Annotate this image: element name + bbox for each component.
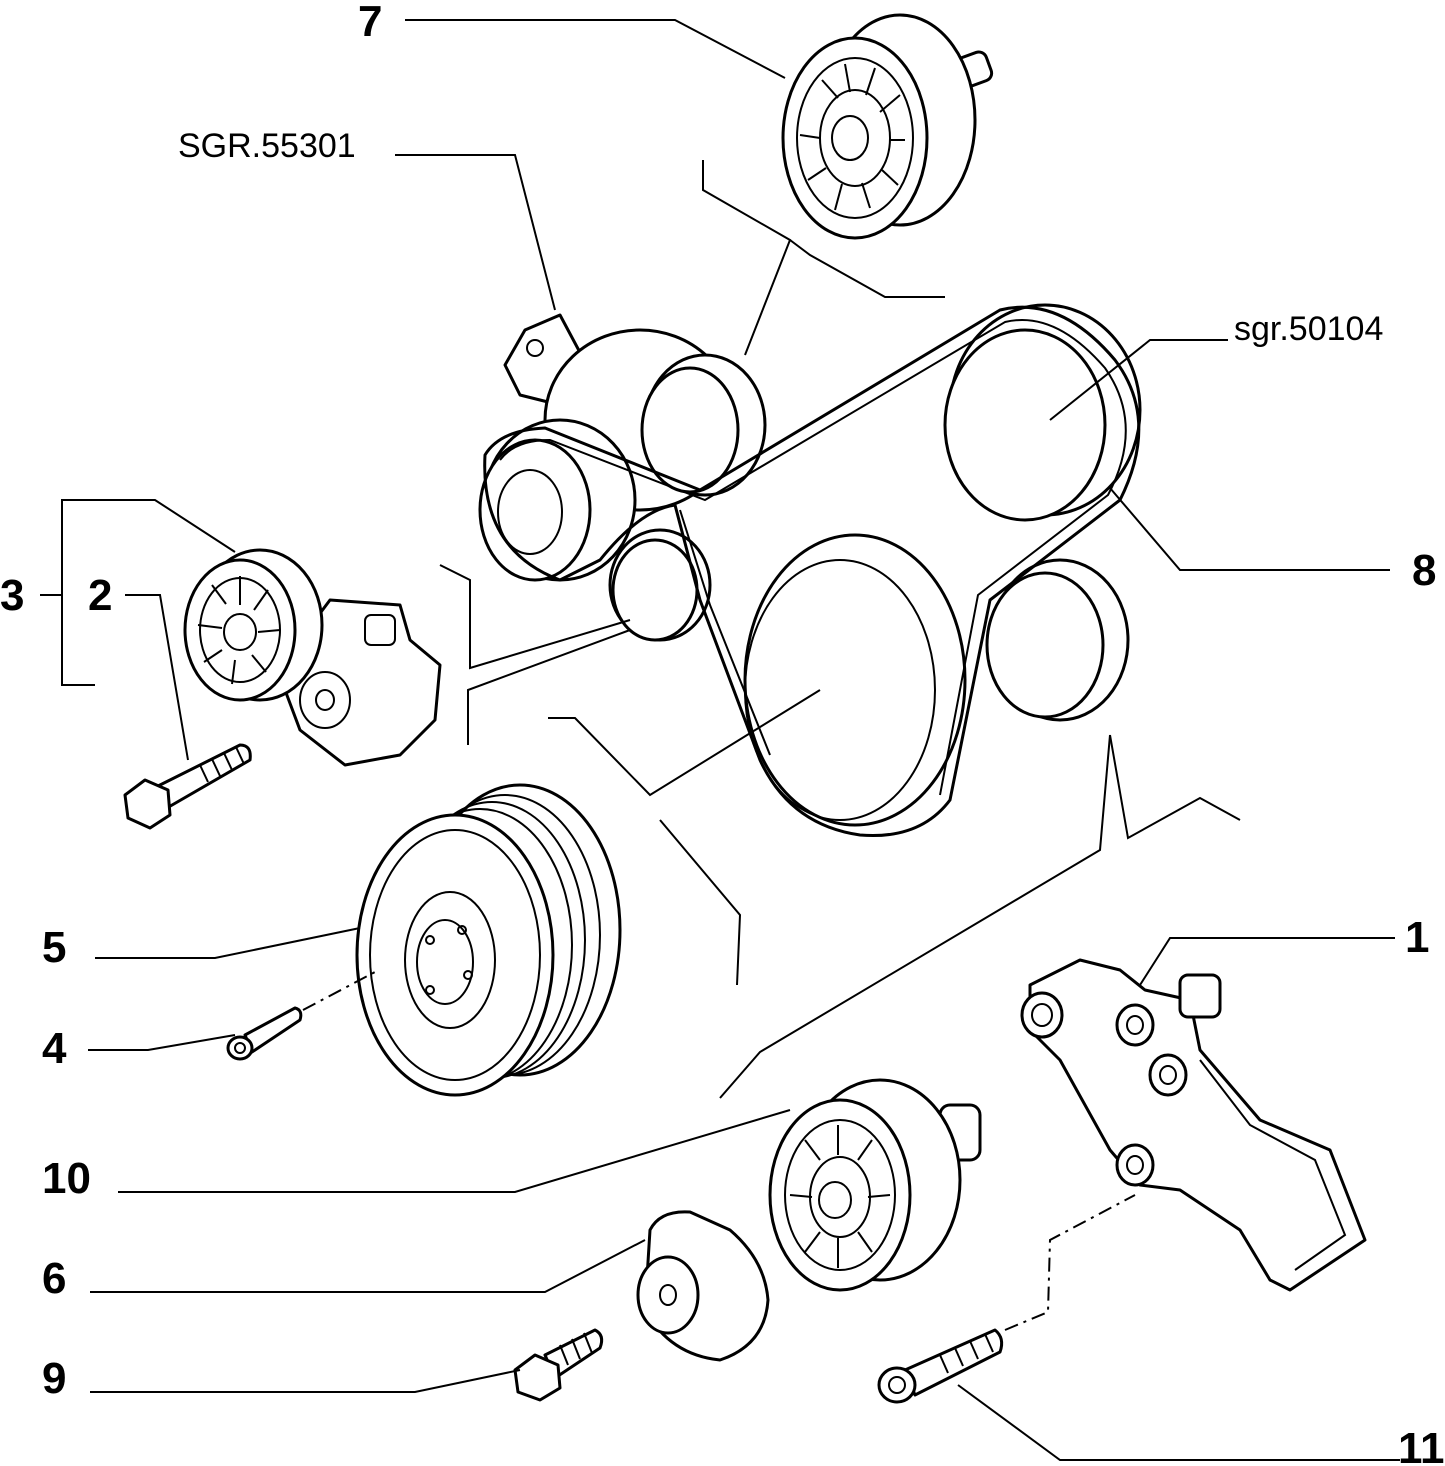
idler-pulley-top (781, 13, 994, 240)
callout-3: 3 (0, 571, 24, 620)
bolt-2 (123, 743, 252, 830)
leader-lines (40, 19, 1400, 1461)
callout-9: 9 (42, 1354, 66, 1403)
callout-1: 1 (1405, 913, 1429, 962)
damper-pulley (355, 783, 622, 1097)
pulley-cover (636, 1210, 770, 1362)
callout-5: 5 (42, 923, 66, 972)
callout-2: 2 (88, 571, 112, 620)
callout-4: 4 (42, 1024, 67, 1073)
bolt-4 (226, 971, 376, 1061)
reference-sgr-55301: SGR.55301 (178, 127, 356, 165)
bolt-11 (877, 1194, 1136, 1404)
callout-7: 7 (358, 0, 382, 46)
reference-sgr-50104: sgr.50104 (1234, 310, 1383, 348)
belt-drive-assembly (478, 303, 1142, 838)
callout-11: 11 (1398, 1424, 1445, 1466)
group-brackets (439, 160, 1241, 1099)
mounting-bracket (1020, 958, 1367, 1292)
belt-tensioner (183, 548, 442, 767)
callout-8: 8 (1412, 546, 1436, 595)
callout-10: 10 (42, 1154, 91, 1203)
bolt-9 (513, 1328, 604, 1402)
callout-6: 6 (42, 1254, 66, 1303)
idler-pulley-lower (768, 1078, 982, 1292)
